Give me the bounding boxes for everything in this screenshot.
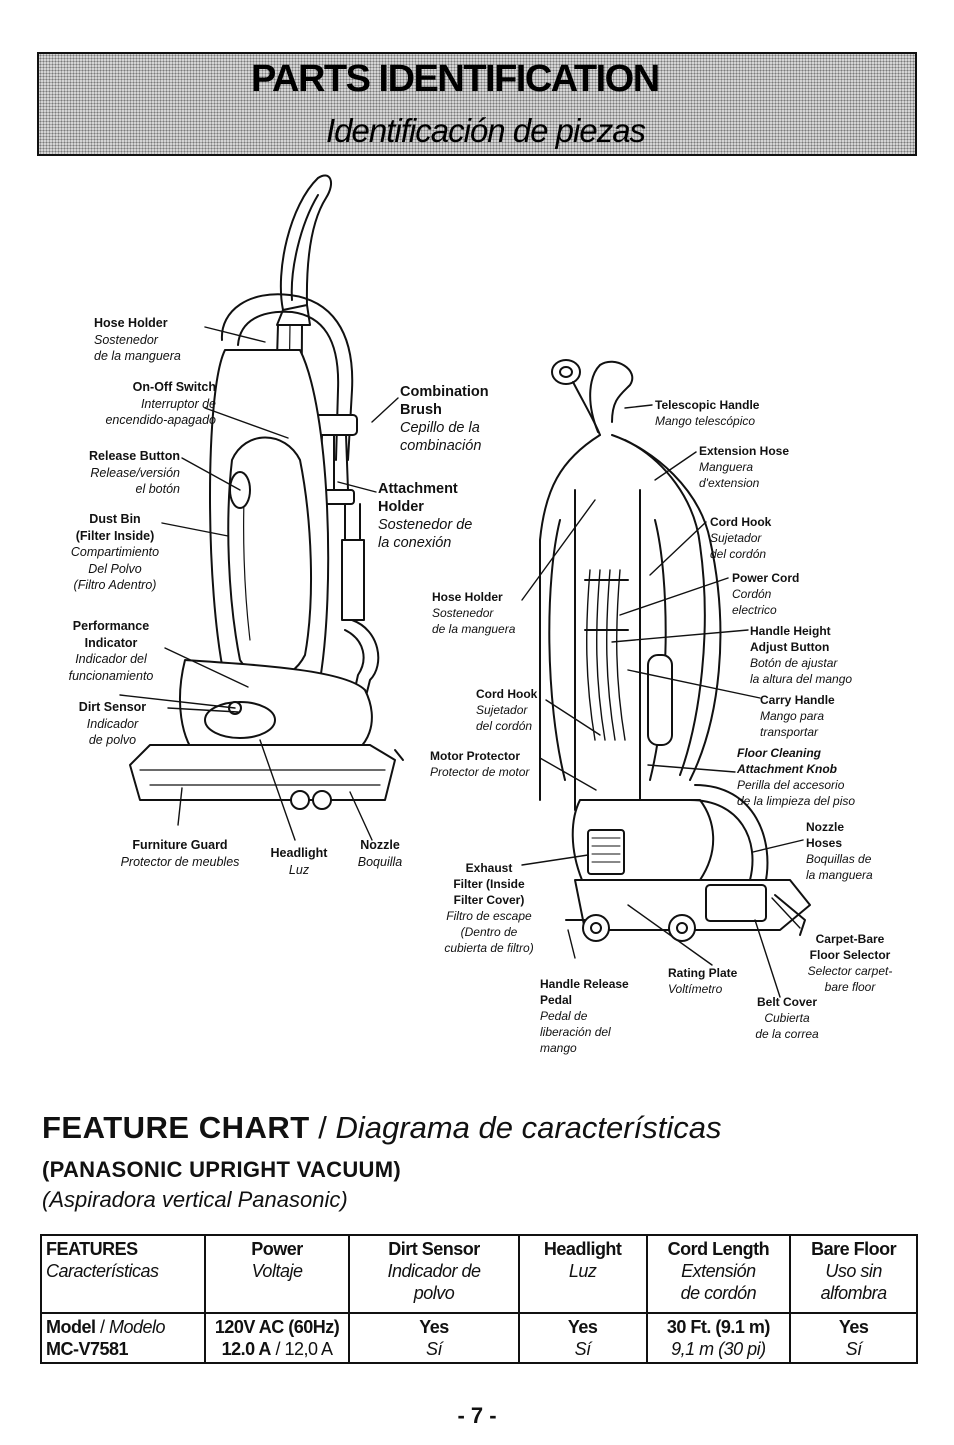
model-cell: Model / Modelo MC-V7581 [40, 1312, 206, 1364]
back-vacuum-drawing [539, 359, 811, 942]
page-title: PARTS IDENTIFICATION [251, 58, 660, 100]
front-vacuum-drawing [129, 174, 404, 810]
page-subtitle: Identificación de piezas [326, 112, 646, 149]
cord-length-cell: 30 Ft. (9.1 m)9,1 m (30 pi) [645, 1312, 792, 1364]
vacuum-illustrations [119, 174, 811, 998]
feature-chart-subtitle-es: (Aspiradora vertical Panasonic) [42, 1187, 348, 1212]
leader-lines-right [521, 404, 804, 998]
table-row: Model / Modelo MC-V7581 120V AC (60Hz) 1… [40, 1312, 918, 1364]
feature-chart-title: FEATURE CHART / Diagrama de característi… [42, 1110, 722, 1145]
power-cell: 120V AC (60Hz) 12.0 A / 12,0 A [203, 1312, 351, 1364]
feature-chart-subtitle: (PANASONIC UPRIGHT VACUUM) [42, 1157, 401, 1182]
leader-lines-left [119, 326, 399, 841]
header-banner: PARTS IDENTIFICATION Identificación de p… [37, 52, 917, 156]
page-number: - 7 - [457, 1403, 497, 1428]
